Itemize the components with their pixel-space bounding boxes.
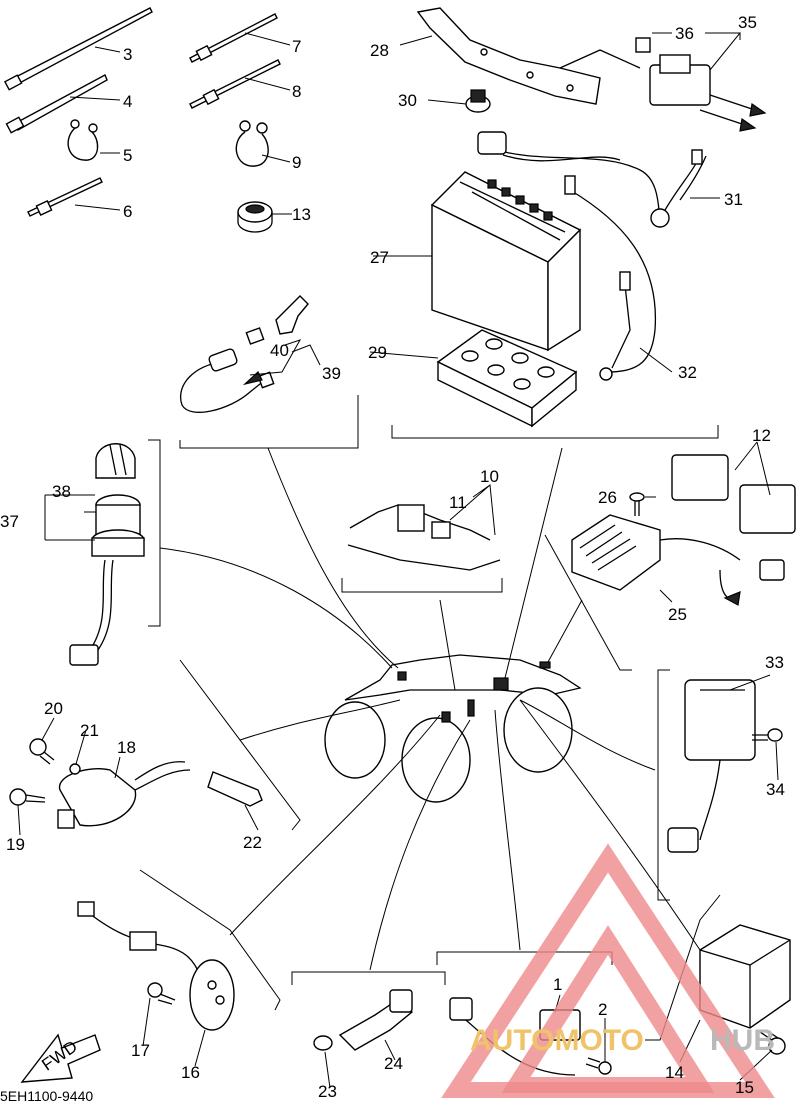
bolt-19 <box>9 788 46 806</box>
forward-arrow-icon <box>20 1033 101 1083</box>
watermark: AUTOMOTO HUB <box>441 843 775 1098</box>
callout-7: 7 <box>292 37 301 56</box>
battery-bracket-28 <box>416 7 641 105</box>
callout-21: 21 <box>80 721 99 740</box>
ignition-coil-18 <box>57 761 191 829</box>
callout-27: 27 <box>370 248 389 267</box>
callout-25: 25 <box>668 605 687 624</box>
bolt-34 <box>752 728 783 742</box>
flasher-14 <box>699 924 791 1029</box>
cable-tie-4 <box>5 74 108 134</box>
callout-31: 31 <box>724 190 743 209</box>
bolt-20 <box>29 738 55 765</box>
callout-8: 8 <box>292 82 301 101</box>
bolt-15 <box>759 1029 786 1055</box>
gasket-23 <box>313 1035 333 1051</box>
callout-40: 40 <box>270 341 289 360</box>
diagram-reference-code: 5EH1100-9440 <box>0 1088 93 1104</box>
key-cap-38 <box>95 443 136 479</box>
callout-19: 19 <box>6 835 25 854</box>
callout-33: 33 <box>765 653 784 672</box>
damper-30 <box>465 89 491 113</box>
plug-cap-22 <box>207 771 263 807</box>
sensor-16 <box>77 901 235 1031</box>
callout-17: 17 <box>131 1041 150 1060</box>
grommet-13 <box>237 201 273 233</box>
cable-tie-8 <box>189 59 281 109</box>
regulator-25 <box>571 514 785 606</box>
fuse-36 <box>635 37 651 53</box>
watermark-text-1: AUTOMOTO <box>470 1024 644 1057</box>
callout-18: 18 <box>117 738 136 757</box>
callout-12: 12 <box>752 426 771 445</box>
clamp-5 <box>67 119 99 161</box>
callout-23: 23 <box>318 1082 337 1101</box>
callout-20: 20 <box>44 699 63 718</box>
callout-37: 37 <box>0 512 19 531</box>
cdi-unit-33 <box>667 679 756 853</box>
cable-tie-6 <box>27 177 103 217</box>
callout-3: 3 <box>123 45 132 64</box>
clamp-9 <box>235 120 269 167</box>
callout-16: 16 <box>181 1063 200 1082</box>
callout-29: 29 <box>368 343 387 362</box>
callout-35: 35 <box>738 13 757 32</box>
callout-38: 38 <box>52 482 71 501</box>
callout-6: 6 <box>123 202 132 221</box>
relay-12 <box>671 454 796 534</box>
bolt-17 <box>147 982 176 1005</box>
callout-9: 9 <box>292 153 301 172</box>
main-switch-37 <box>69 494 145 666</box>
callout-39: 39 <box>322 364 341 383</box>
cable-tie-3 <box>3 7 153 91</box>
callout-30: 30 <box>398 91 417 110</box>
callout-32: 32 <box>678 363 697 382</box>
washer-21 <box>69 763 81 775</box>
watermark-text-2: HUB <box>710 1024 775 1057</box>
callout-13: 13 <box>292 205 311 224</box>
battery-tray-29 <box>436 329 578 428</box>
callout-4: 4 <box>123 92 132 111</box>
screw-26 <box>629 492 645 516</box>
harness-arrows <box>159 447 701 971</box>
callout-26: 26 <box>598 488 617 507</box>
watermark-triangle-inner <box>501 925 715 1093</box>
callout-24: 24 <box>384 1054 403 1073</box>
callout-11: 11 <box>449 493 467 512</box>
coupler-39 <box>179 348 275 413</box>
fitting-40 <box>245 295 309 345</box>
callout-10: 10 <box>480 467 499 486</box>
callout-28: 28 <box>370 41 389 60</box>
cable-tie-7 <box>189 13 278 63</box>
callout-5: 5 <box>123 146 132 165</box>
callout-1: 1 <box>553 975 562 994</box>
starter-relay-35 <box>649 54 767 132</box>
callout-15: 15 <box>735 1078 754 1097</box>
callout-34: 34 <box>766 780 785 799</box>
battery-27 <box>430 171 582 352</box>
callout-22: 22 <box>243 833 262 852</box>
callout-14: 14 <box>665 1063 684 1082</box>
callout-36: 36 <box>675 24 694 43</box>
screw-2 <box>585 1057 612 1075</box>
battery-cable-32 <box>564 175 657 381</box>
thermo-switch-24 <box>338 989 413 1051</box>
relay-10 <box>347 504 501 571</box>
callout-2: 2 <box>598 1000 607 1019</box>
wire-harness-frame <box>324 654 582 803</box>
battery-cable-31 <box>477 131 707 228</box>
